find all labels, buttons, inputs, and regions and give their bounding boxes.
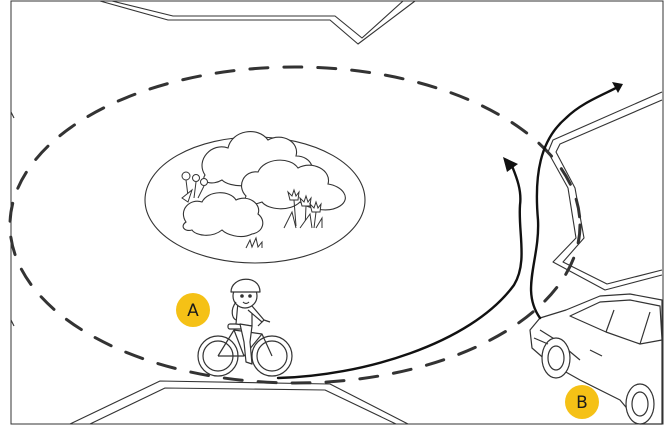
dashed-lane-marking [8,65,582,385]
badge-circle-b [565,385,599,419]
arrowheads [503,82,623,172]
badge-text-b: B [576,393,588,413]
badge-text-a: A [187,301,199,321]
car-icon [529,293,663,425]
badge-circle-a [176,293,210,327]
bush-icon [182,131,346,238]
top-road-edge [99,0,416,45]
label-badge-b: B [565,385,599,419]
bottom-road-edge [69,380,409,425]
central-island [144,131,366,264]
arrow-head-icon [612,82,623,93]
tulip-icon [283,188,323,229]
flower-icon [181,171,208,203]
label-badge-a: A [176,293,210,327]
arrow-head-icon [503,157,518,172]
cyclist-icon [197,278,293,377]
car-path-arrow [529,86,618,320]
cyclist-path-arrow [276,164,523,380]
movement-paths [276,86,618,380]
grass-icon [245,236,263,249]
right-road-edge [547,91,663,291]
left-edge-marks [10,111,15,327]
